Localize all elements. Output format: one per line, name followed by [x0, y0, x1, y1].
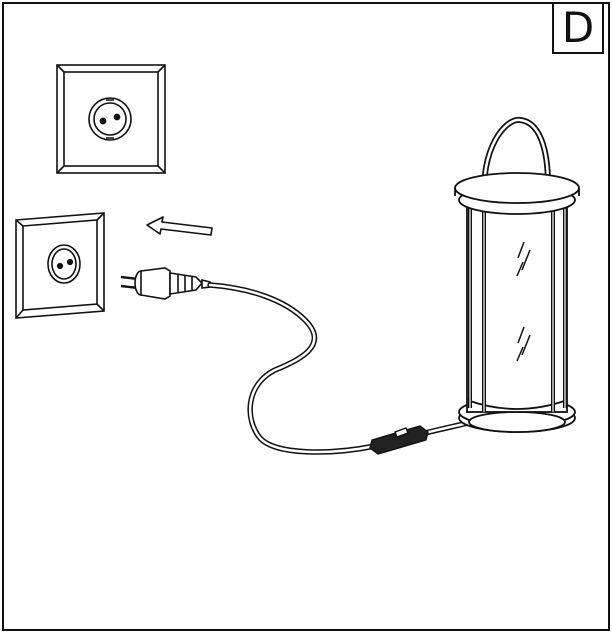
step-label: D	[552, 2, 604, 54]
wall-socket-icon	[56, 64, 166, 174]
wall-socket-icon	[15, 212, 105, 319]
power-cord-icon	[207, 282, 483, 455]
lantern-lamp-icon	[454, 117, 580, 433]
power-plug-icon	[120, 267, 211, 300]
arrow-left-icon	[146, 216, 213, 236]
inline-switch-icon	[369, 425, 429, 455]
